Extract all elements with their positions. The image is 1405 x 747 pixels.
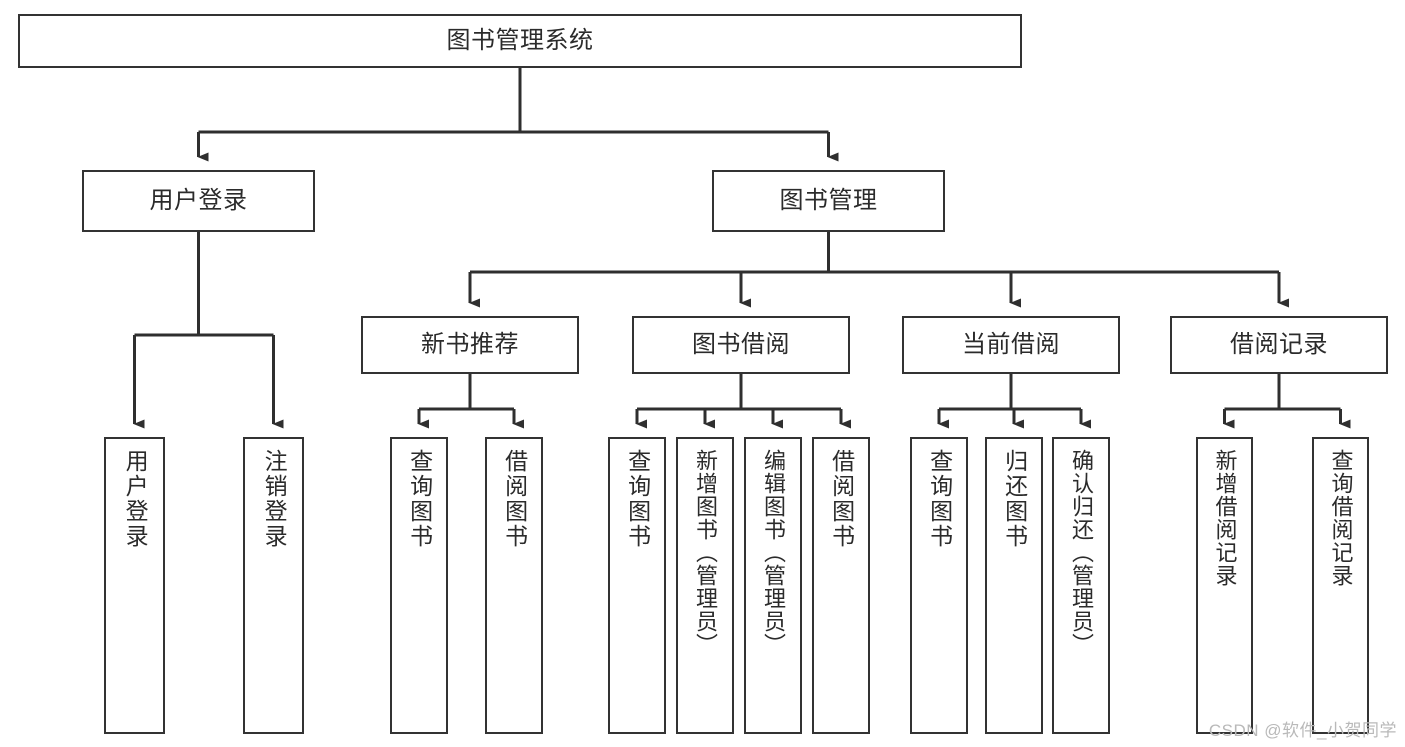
node-label: 确认归还（管理员）	[1068, 449, 1094, 656]
node-label: 新增图书（管理员）	[692, 449, 718, 656]
node-label: 借阅图书	[828, 449, 855, 549]
node-label: 查询图书	[624, 449, 651, 549]
node-l-add[interactable]: 新增图书（管理员）	[676, 437, 734, 734]
node-root[interactable]: 图书管理系统	[18, 14, 1022, 68]
node-current[interactable]: 当前借阅	[902, 316, 1120, 374]
node-l-login[interactable]: 用户登录	[104, 437, 165, 734]
node-label: 查询借阅记录	[1328, 449, 1354, 587]
node-login[interactable]: 用户登录	[82, 170, 315, 232]
node-label: 查询图书	[926, 449, 953, 549]
node-newbook[interactable]: 新书推荐	[361, 316, 579, 374]
node-label: 编辑图书（管理员）	[760, 449, 786, 656]
node-l-query1[interactable]: 查询图书	[390, 437, 448, 734]
node-label: 注销登录	[261, 449, 288, 549]
node-label: 新书推荐	[421, 330, 519, 358]
node-l-query2[interactable]: 查询图书	[608, 437, 666, 734]
node-records[interactable]: 借阅记录	[1170, 316, 1388, 374]
node-label: 用户登录	[149, 186, 248, 214]
node-bookmgmt[interactable]: 图书管理	[712, 170, 945, 232]
node-l-query3[interactable]: 查询图书	[910, 437, 968, 734]
node-label: 查询图书	[406, 449, 433, 549]
node-label: 新增借阅记录	[1212, 449, 1238, 587]
node-label: 当前借阅	[962, 330, 1060, 358]
node-l-edit[interactable]: 编辑图书（管理员）	[744, 437, 802, 734]
node-l-confirm[interactable]: 确认归还（管理员）	[1052, 437, 1110, 734]
node-label: 借阅记录	[1230, 330, 1328, 358]
node-borrow[interactable]: 图书借阅	[632, 316, 850, 374]
node-l-queryrec[interactable]: 查询借阅记录	[1312, 437, 1369, 734]
node-l-logout[interactable]: 注销登录	[243, 437, 304, 734]
node-label: 归还图书	[1001, 449, 1028, 549]
node-l-borrow1[interactable]: 借阅图书	[485, 437, 543, 734]
node-l-borrow2[interactable]: 借阅图书	[812, 437, 870, 734]
node-l-return[interactable]: 归还图书	[985, 437, 1043, 734]
node-label: 图书管理	[779, 186, 878, 214]
node-label: 借阅图书	[501, 449, 528, 549]
node-label: 用户登录	[122, 449, 149, 549]
node-l-addrec[interactable]: 新增借阅记录	[1196, 437, 1253, 734]
watermark-text: CSDN @软件_小贺同学	[1208, 721, 1397, 740]
node-label: 图书借阅	[692, 330, 790, 358]
node-label: 图书管理系统	[446, 26, 594, 54]
